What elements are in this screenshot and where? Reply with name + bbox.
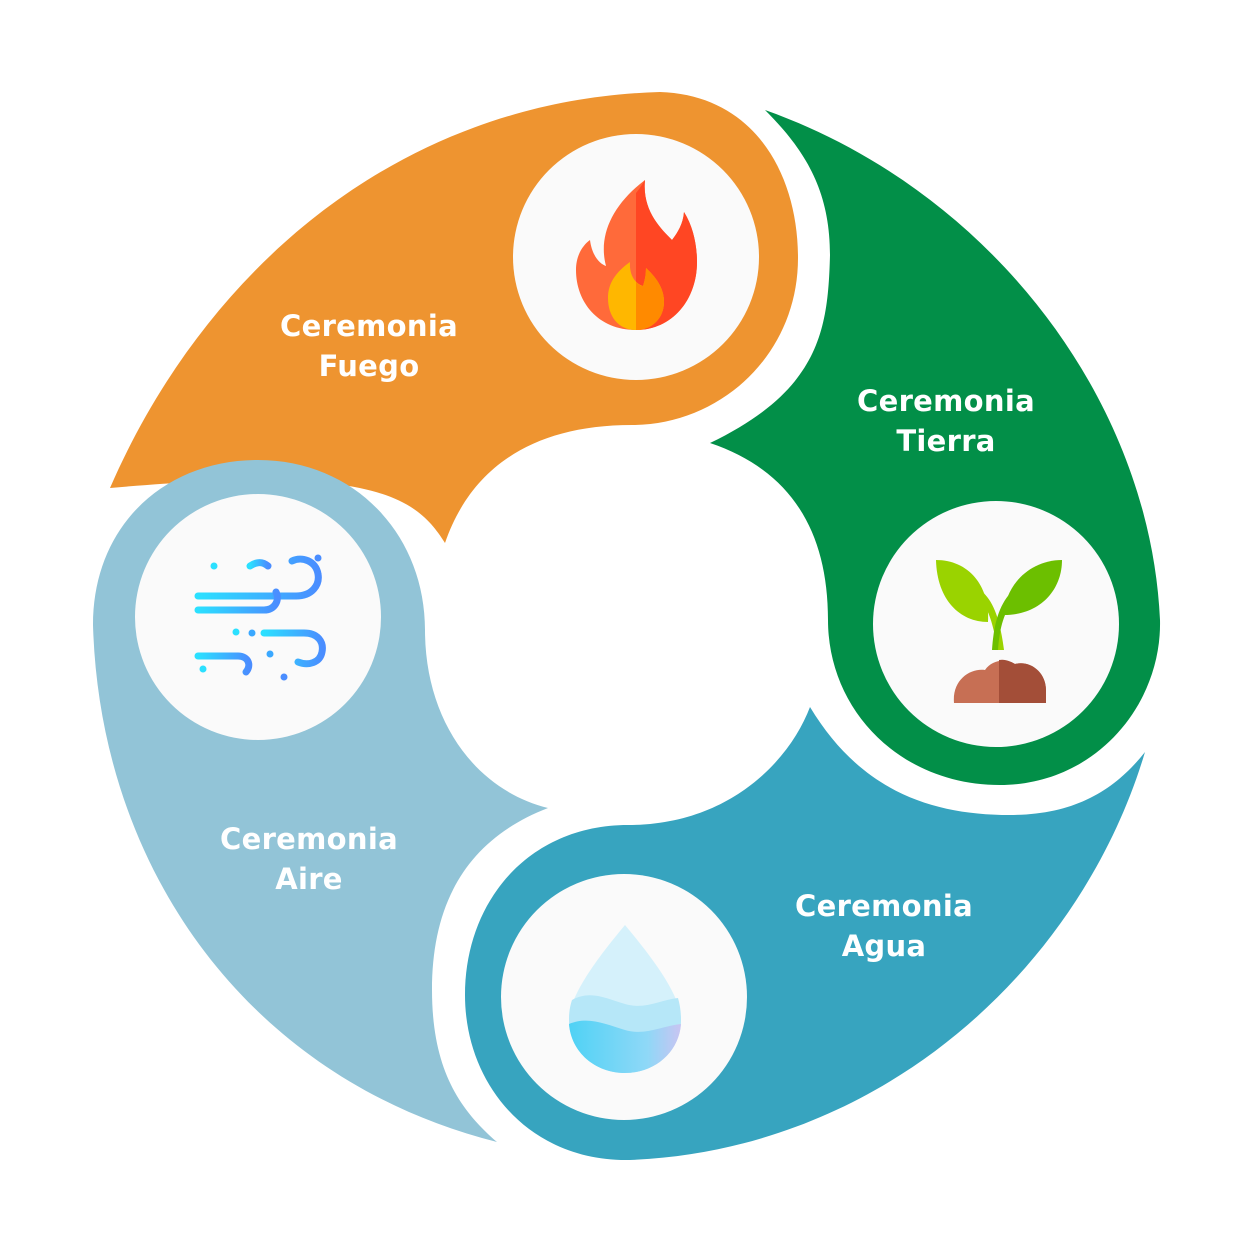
label-fuego-line2: Fuego bbox=[318, 349, 420, 383]
label-tierra-line2: Tierra bbox=[896, 424, 996, 458]
label-agua: Ceremonia Agua bbox=[744, 886, 1024, 966]
label-agua-line1: Ceremonia bbox=[795, 889, 973, 923]
label-fuego: Ceremonia Fuego bbox=[229, 306, 509, 386]
label-agua-line2: Agua bbox=[841, 929, 927, 963]
icon-circle-aire bbox=[135, 494, 381, 740]
label-tierra-line1: Ceremonia bbox=[857, 384, 1035, 418]
label-tierra: Ceremonia Tierra bbox=[806, 381, 1086, 461]
water-drop-icon bbox=[569, 925, 681, 1073]
label-aire-line1: Ceremonia bbox=[220, 822, 398, 856]
sprout-icon bbox=[936, 560, 1062, 703]
wind-icon bbox=[194, 554, 326, 681]
flame-icon bbox=[576, 180, 697, 330]
label-fuego-line1: Ceremonia bbox=[280, 309, 458, 343]
label-aire-line2: Aire bbox=[275, 862, 343, 896]
label-aire: Ceremonia Aire bbox=[169, 819, 449, 899]
